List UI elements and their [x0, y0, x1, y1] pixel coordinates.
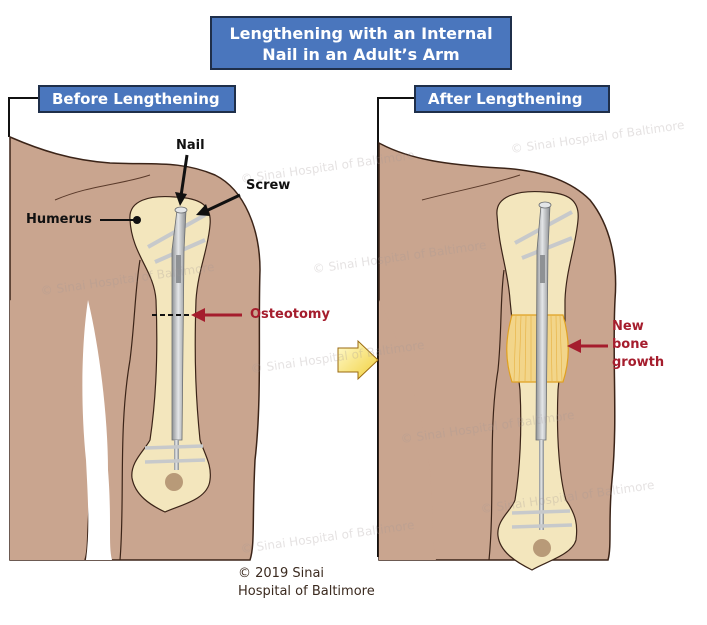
diagram-title: Lengthening with an Internal Nail in an …	[210, 16, 512, 70]
new-bone-growth-label: New bone growth	[612, 318, 664, 372]
after-frame-top	[377, 97, 414, 99]
new-bone-line-3: growth	[612, 355, 665, 370]
copyright-line-1: © 2019 Sinai	[238, 566, 325, 581]
new-bone-line-2: bone	[612, 337, 649, 352]
new-bone-line-1: New	[612, 319, 644, 334]
before-elbow-joint	[165, 473, 183, 491]
before-lengthening-label: Before Lengthening	[38, 85, 236, 113]
before-torso-skin	[10, 300, 100, 560]
after-frame-left	[377, 97, 379, 557]
osteotomy-label: Osteotomy	[250, 307, 330, 322]
copyright-line-2: Hospital of Baltimore	[238, 584, 375, 599]
before-frame-left	[8, 97, 10, 137]
title-line-2: Nail in an Adult’s Arm	[262, 45, 460, 64]
before-frame-top	[8, 97, 38, 99]
copyright-notice: © 2019 Sinai Hospital of Baltimore	[238, 565, 375, 601]
nail-label: Nail	[176, 138, 205, 153]
before-humerus-bone	[129, 196, 211, 513]
right-arrow-icon	[337, 339, 379, 381]
after-elbow-joint	[533, 539, 551, 557]
title-line-1: Lengthening with an Internal	[229, 24, 493, 43]
humerus-label: Humerus	[26, 212, 92, 227]
screw-label: Screw	[246, 178, 291, 193]
after-lengthening-label: After Lengthening	[414, 85, 610, 113]
